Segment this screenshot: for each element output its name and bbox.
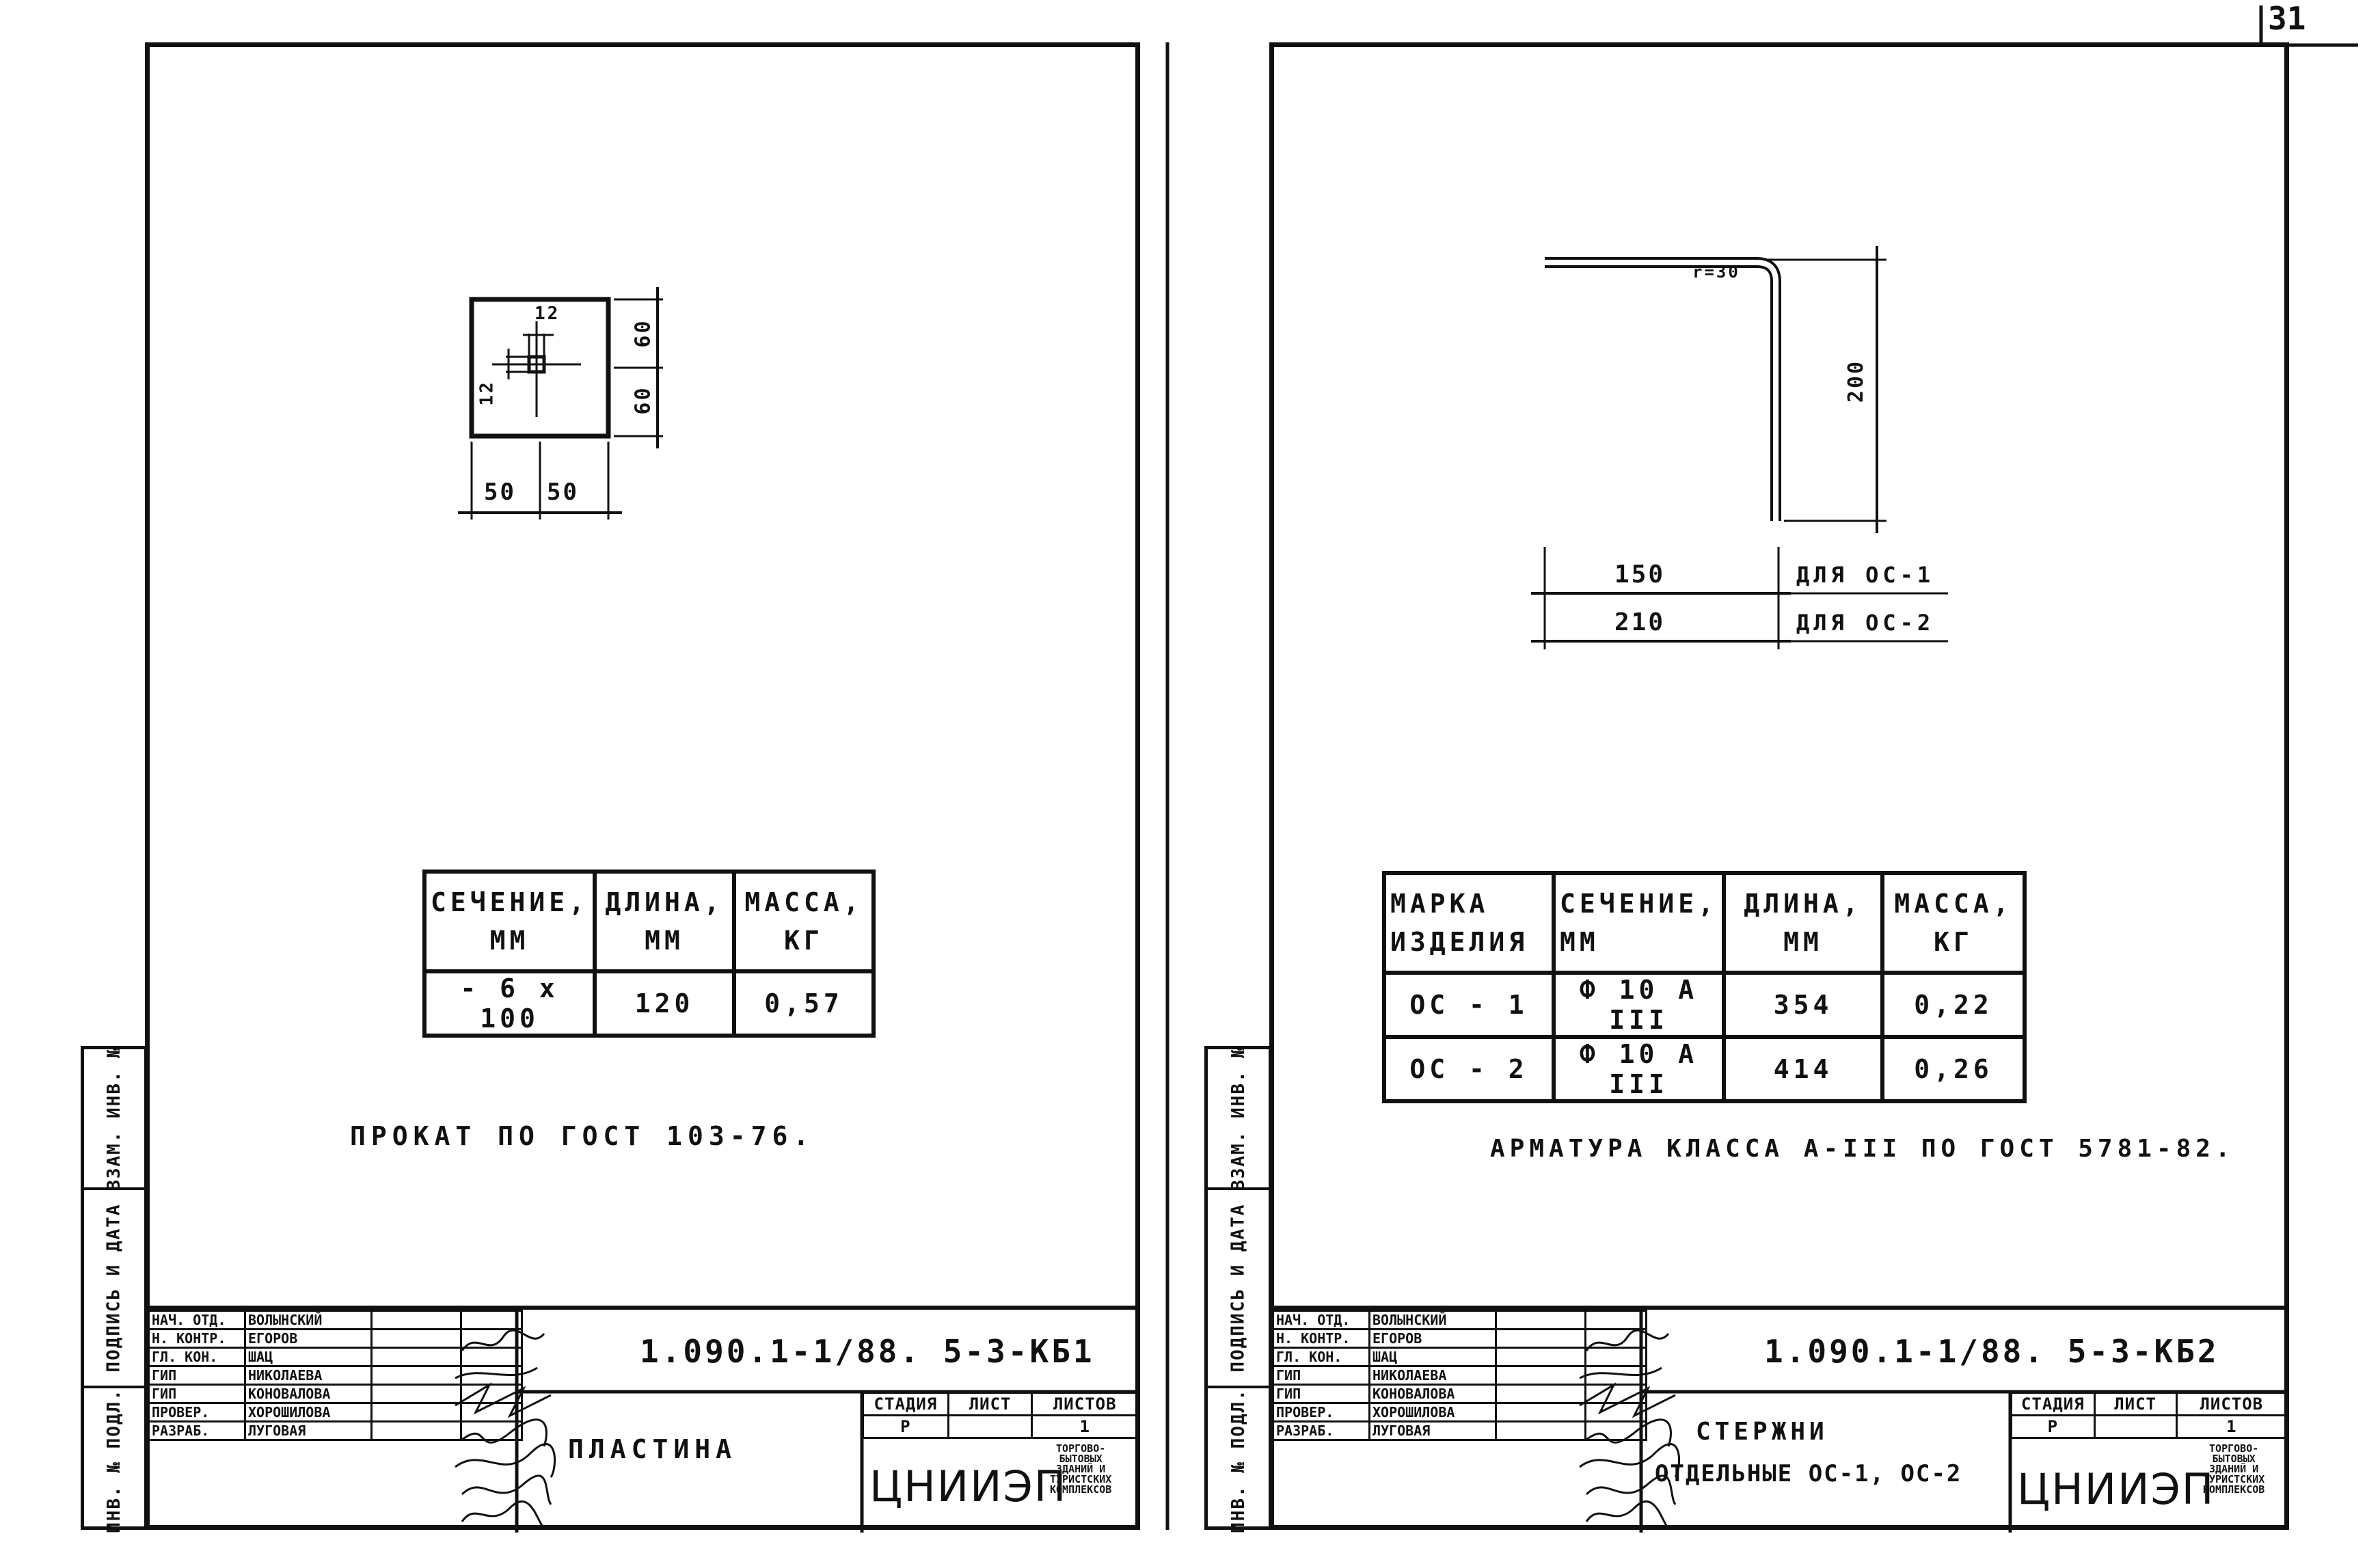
table-row: Н. КОНТР.ЕГОРОВ: [148, 1328, 523, 1349]
left-org-note: ТОРГОВО- БЫТОВЫХ ЗДАНИЙ И ТУРИСТСКИХ КОМ…: [1050, 1442, 1112, 1496]
table-row: - 6 х 100 120 0,57: [422, 969, 876, 1038]
right-drawing-title-line2: ОТДЕЛЬНЫЕ ОС-1, ОС-2: [1655, 1460, 1962, 1487]
right-drawing-title-line1: СТЕРЖНИ: [1696, 1418, 1828, 1446]
plate-dim-60-bottom: 60: [631, 386, 655, 415]
table-row: РАЗРАБ.ЛУГОВАЯ: [148, 1420, 523, 1441]
left-signature-table: НАЧ. ОТД.ВОЛЫНСКИЙ Н. КОНТР.ЕГОРОВ ГЛ. К…: [148, 1310, 523, 1441]
plate-dim-60-top: 60: [631, 319, 655, 348]
right-sheet-frame: [1269, 42, 2289, 1530]
table-row: ОС - 2 Ф 10 А III 414 0,26: [1382, 1035, 2027, 1103]
left-title-grid: [515, 1310, 1139, 1533]
table-row: ОС - 1 Ф 10 А III 354 0,22: [1382, 971, 2027, 1039]
table-row: ГЛ. КОН.ШАЦ: [1272, 1347, 1647, 1367]
bar-radius-label: r=30: [1692, 262, 1740, 282]
left-sidebar-cell-sign: ПОДПИСЬ И ДАТА: [84, 1187, 144, 1386]
right-sidebar-cell-inv: ИНВ. № ПОДЛ.: [1208, 1386, 1269, 1533]
table-row: СЕЧЕНИЕ,ММ ДЛИНА,ММ МАССА,КГ: [422, 869, 876, 973]
plate-note: ПРОКАТ ПО ГОСТ 103-76.: [350, 1121, 815, 1151]
left-sidebar-cell-inv: ИНВ. № ПОДЛ.: [84, 1386, 144, 1533]
bar-height-label: 200: [1844, 359, 1869, 403]
table-row: НАЧ. ОТД.ВОЛЫНСКИЙ: [1272, 1310, 1647, 1330]
table-row: ПРОВЕР.ХОРОШИЛОВА: [148, 1402, 523, 1423]
right-sidebar: ИНВ. № ПОДЛ. ПОДПИСЬ И ДАТА ВЗАМ. ИНВ. №: [1204, 1046, 1272, 1533]
plate-dim-50-left: 50: [484, 478, 516, 506]
bar-length-150: 150: [1614, 561, 1666, 589]
left-sidebar-cell-replace: ВЗАМ. ИНВ. №: [104, 1046, 124, 1191]
plate-dim-12-left: 12: [476, 380, 498, 406]
bar-length-210: 210: [1614, 608, 1666, 636]
bar-for-os2: ДЛЯ ОС-2: [1796, 610, 1935, 636]
right-org-logo: ЦНИИЭП: [2017, 1464, 2215, 1514]
right-signature-table: НАЧ. ОТД.ВОЛЫНСКИЙ Н. КОНТР.ЕГОРОВ ГЛ. К…: [1272, 1310, 1647, 1441]
left-sidebar: ИНВ. № ПОДЛ. ПОДПИСЬ И ДАТА ВЗАМ. ИНВ. №: [81, 1046, 148, 1533]
plate-dim-50-right: 50: [547, 478, 579, 506]
table-row: ГЛ. КОН.ШАЦ: [148, 1347, 523, 1367]
left-drawing-title: ПЛАСТИНА: [568, 1434, 738, 1464]
left-title-block: НАЧ. ОТД.ВОЛЫНСКИЙ Н. КОНТР.ЕГОРОВ ГЛ. К…: [148, 1306, 1139, 1533]
table-row: РАЗРАБ.ЛУГОВАЯ: [1272, 1420, 1647, 1441]
plate-spec-table: СЕЧЕНИЕ,ММ ДЛИНА,ММ МАССА,КГ - 6 х 100 1…: [422, 869, 876, 1038]
bar-drawing: [1531, 246, 1948, 649]
left-signatures: [455, 1329, 556, 1530]
right-sidebar-cell-sign: ПОДПИСЬ И ДАТА: [1208, 1187, 1269, 1386]
left-org-logo: ЦНИИЭП: [869, 1461, 1068, 1511]
left-drawing-code: 1.090.1-1/88. 5-3-КБ1: [640, 1333, 1095, 1370]
table-row: Н. КОНТР.ЕГОРОВ: [1272, 1328, 1647, 1349]
bar-note: АРМАТУРА КЛАССА А-III ПО ГОСТ 5781-82.: [1490, 1135, 2235, 1163]
right-title-grid: [1639, 1310, 2288, 1533]
bar-for-os1: ДЛЯ ОС-1: [1796, 562, 1935, 588]
right-signatures: [1579, 1329, 1681, 1530]
left-sheet-frame: [145, 42, 1140, 1530]
plate-dim-12-top: 12: [535, 304, 560, 324]
table-row: НАЧ. ОТД.ВОЛЫНСКИЙ: [148, 1310, 523, 1330]
right-org-note: ТОРГОВО- БЫТОВЫХ ЗДАНИЙ И ТУРИСТСКИХ КОМ…: [2203, 1442, 2265, 1496]
right-sidebar-cell-replace: ВЗАМ. ИНВ. №: [1228, 1046, 1249, 1191]
page-number: 31: [2268, 0, 2306, 37]
plate-drawing: [458, 287, 663, 520]
right-title-block: НАЧ. ОТД.ВОЛЫНСКИЙ Н. КОНТР.ЕГОРОВ ГЛ. К…: [1272, 1306, 2288, 1533]
right-drawing-code: 1.090.1-1/88. 5-3-КБ2: [1764, 1333, 2219, 1370]
